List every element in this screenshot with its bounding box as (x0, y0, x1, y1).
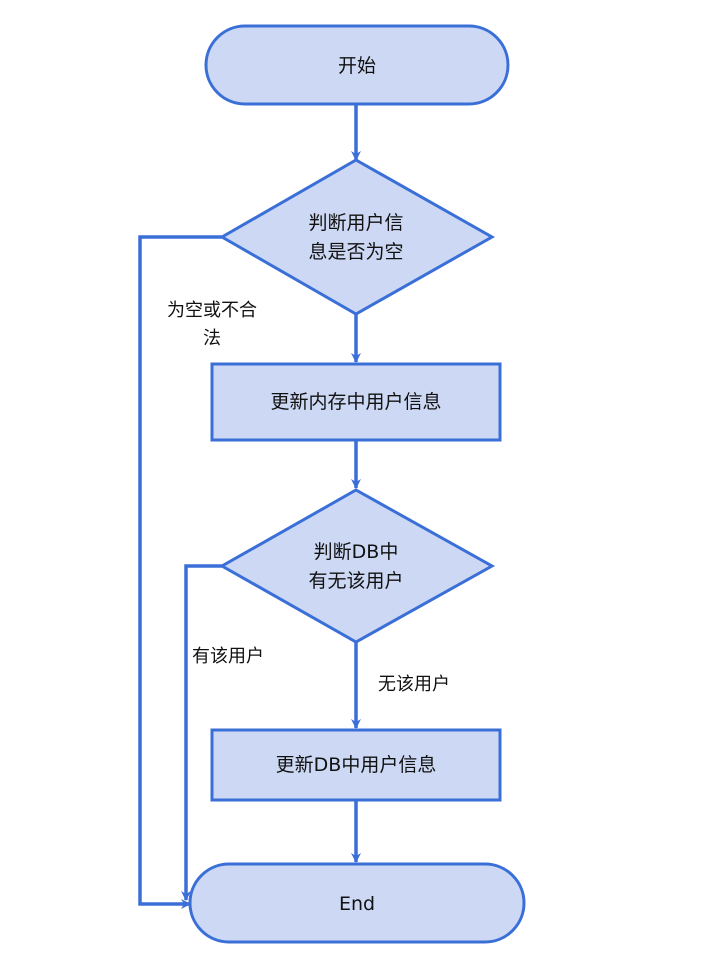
edge-check-db-to-end (181, 564, 222, 901)
edge-label-empty-or-invalid-line2: 法 (203, 328, 221, 349)
start-terminal (204, 24, 510, 106)
end-label: End (339, 893, 375, 915)
edge-label-empty-or-invalid-line1: 为空或不合 (167, 300, 257, 321)
update-db-label: 更新DB中用户信息 (276, 754, 437, 776)
start-label: 开始 (338, 55, 376, 77)
update-memory-process (210, 362, 502, 442)
check-user-label-line1: 判断用户信 (308, 212, 403, 234)
edge-label-no-user: 无该用户 (378, 674, 450, 695)
check-user-decision (218, 158, 496, 316)
end-terminal (188, 862, 526, 944)
update-db-process (210, 728, 502, 802)
update-memory-label: 更新内存中用户信息 (270, 391, 441, 413)
check-db-decision (218, 488, 496, 644)
check-user-label-line2: 息是否为空 (308, 241, 403, 263)
check-db-label-line2: 有无该用户 (308, 570, 403, 592)
edge-label-user-exists: 有该用户 (192, 646, 264, 667)
edge-check-user-to-end (138, 235, 222, 909)
check-db-label-line1: 判断DB中 (314, 541, 399, 563)
